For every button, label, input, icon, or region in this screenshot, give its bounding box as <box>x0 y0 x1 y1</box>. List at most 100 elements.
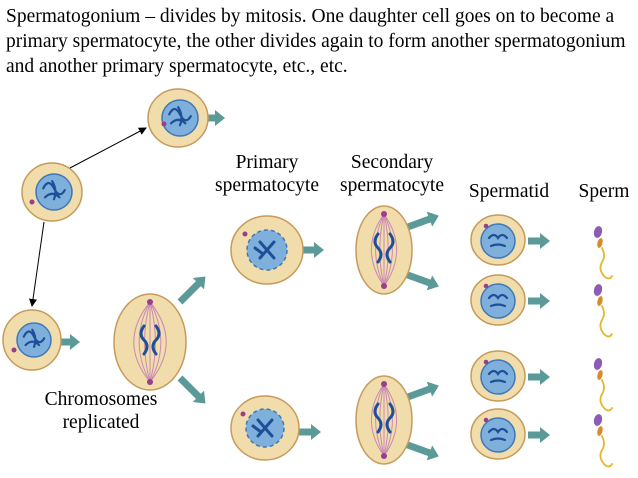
centriole <box>381 453 387 459</box>
spermatid-4 <box>470 408 526 460</box>
spermatid-1 <box>470 214 526 266</box>
spindle-fiber <box>383 213 398 287</box>
chromosome-mark <box>139 324 149 356</box>
arrow-shape <box>300 242 324 258</box>
arrow-shape <box>528 369 550 385</box>
chromosome-mark <box>22 328 46 348</box>
arrow-shape <box>297 424 321 440</box>
sperm-midpiece <box>597 296 603 306</box>
chromosome-mark <box>385 232 395 264</box>
arrow-to-primary-bottom <box>177 375 206 404</box>
sperm-tail <box>599 305 613 338</box>
spermatogonium-top <box>147 88 209 148</box>
chromosome-mark <box>487 369 509 384</box>
arrow-secondary-bottom-up <box>403 381 439 402</box>
arrow-shape <box>403 211 439 232</box>
sperm-tail <box>599 379 613 412</box>
arrow-shape <box>205 110 225 126</box>
centriole <box>240 411 246 417</box>
arrow-shape <box>403 440 439 461</box>
arrow-spermatid-2 <box>528 293 550 309</box>
spindle-fiber <box>133 301 151 383</box>
arrow-primary-top <box>300 242 324 258</box>
arrows-layer <box>58 110 550 461</box>
chromosome-mark <box>373 232 383 264</box>
centriole <box>381 211 387 217</box>
sperm-tail <box>599 247 613 280</box>
nucleus <box>480 283 516 319</box>
centriole <box>483 359 489 365</box>
line-to-bottom-spermatogonium <box>29 221 45 307</box>
sperm-4 <box>593 414 613 468</box>
sperm-2 <box>593 284 613 338</box>
nucleus <box>480 223 516 259</box>
chromosome-mark <box>385 402 395 434</box>
nucleus <box>16 322 52 358</box>
sperm-3 <box>593 358 613 412</box>
primary-spermatocyte-bottom <box>230 395 300 461</box>
spermatogonium-bottom <box>2 309 62 371</box>
sperm-1 <box>593 226 613 280</box>
chromosome-mark <box>168 106 192 127</box>
spindle-fiber <box>138 301 151 383</box>
sperm-midpiece <box>597 238 603 248</box>
label-chromosomes-line1: Chromosomes <box>44 389 158 410</box>
nucleus <box>35 173 73 211</box>
centriole <box>29 199 35 205</box>
lines-layer <box>29 127 147 307</box>
arrow-to-primary-top <box>177 276 206 305</box>
chromosome-mark <box>151 324 161 356</box>
arrow-shape <box>528 233 550 249</box>
arrow-spermatogonium-bottom <box>58 334 80 350</box>
arrow-shape <box>177 276 206 305</box>
centriole <box>147 299 153 305</box>
spindle-fiber <box>149 301 162 383</box>
arrow-spermatid-1 <box>528 233 550 249</box>
arrow-shape <box>528 427 550 443</box>
replicated-chromosomes-cell <box>113 293 187 391</box>
chromosome-mark <box>373 402 383 434</box>
sperm-head <box>593 226 603 238</box>
chromosome-mark <box>487 233 509 248</box>
chromosome-mark <box>251 418 274 438</box>
label-secondary-spermatocyte: Secondary spermatocyte <box>330 151 454 197</box>
spindle-fiber <box>375 213 385 287</box>
label-primary-spermatocyte: Primary spermatocyte <box>206 151 328 197</box>
chromosome-mark <box>487 293 509 308</box>
arrow-shape <box>403 270 439 291</box>
arrow-secondary-top-down <box>403 270 439 291</box>
spindle-fiber <box>383 383 398 457</box>
centriole <box>242 231 248 237</box>
arrow-spermatid-4 <box>528 427 550 443</box>
spindle-fiber <box>383 383 393 457</box>
spindle-fiber <box>370 213 385 287</box>
arrow-spermatogonium-top <box>205 110 225 126</box>
label-chromosomes-line2: replicated <box>62 412 140 433</box>
arrow-spermatid-3 <box>528 369 550 385</box>
sperm-head <box>593 284 603 296</box>
spindle-fiber <box>149 301 167 383</box>
label-chromosomes-replicated: Chromosomes replicated <box>26 388 176 434</box>
sperm-layer <box>593 226 613 468</box>
centriole <box>161 121 167 127</box>
label-secondary-line1: Secondary <box>350 152 434 173</box>
centriole <box>381 381 387 387</box>
arrow-shape <box>177 375 206 404</box>
nucleus <box>480 359 516 395</box>
centriole <box>381 283 387 289</box>
arrow-shape <box>403 381 439 402</box>
label-primary-line2: spermatocyte <box>215 175 319 196</box>
secondary-spermatocyte-top <box>355 205 413 295</box>
arrow-primary-bottom <box>297 424 321 440</box>
arrow-secondary-bottom-down <box>403 440 439 461</box>
sperm-tail <box>599 435 613 468</box>
caption-text: Spermatogonium – divides by mitosis. One… <box>6 6 626 77</box>
arrow-shape <box>528 293 550 309</box>
cells-layer <box>2 88 526 465</box>
nucleus <box>480 417 516 453</box>
label-sperm: Sperm <box>578 181 630 202</box>
spermatid-3 <box>470 350 526 402</box>
arrow-secondary-top-up <box>403 211 439 232</box>
primary-spermatocyte-top <box>230 215 304 285</box>
